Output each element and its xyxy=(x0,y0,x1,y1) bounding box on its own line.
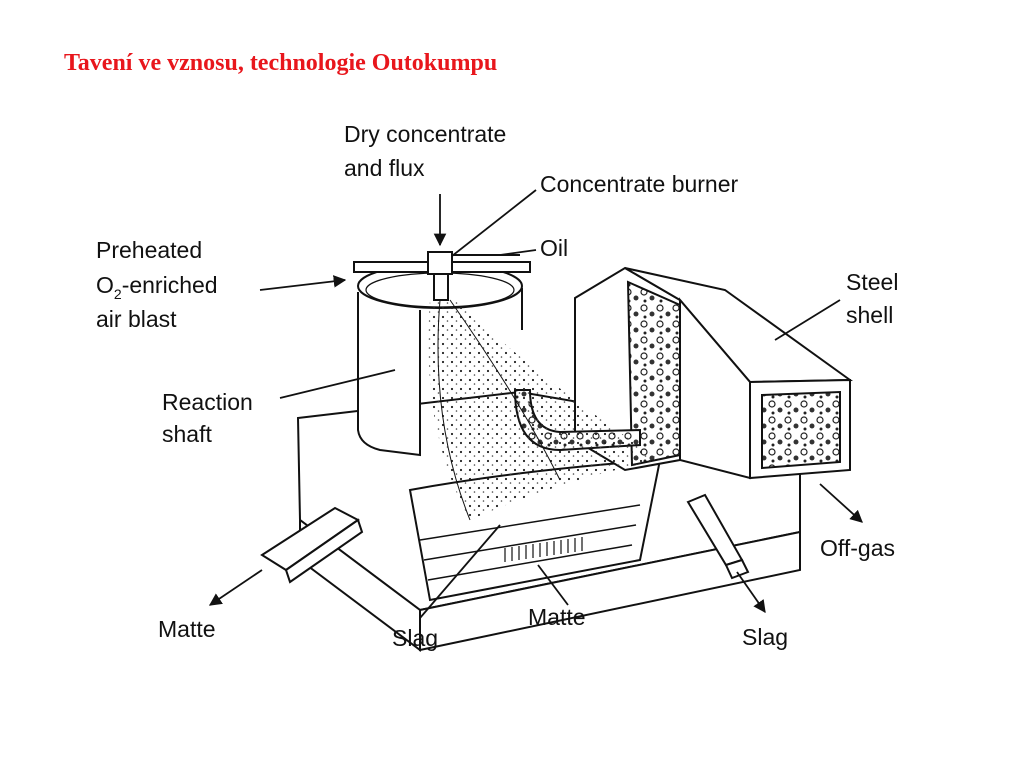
page-title: Tavení ve vznosu, technologie Outokumpu xyxy=(64,50,498,76)
label-dry-concentrate-2: and flux xyxy=(344,155,425,181)
label-concentrate-burner: Concentrate burner xyxy=(540,171,739,197)
label-preheated: Preheated xyxy=(96,237,202,263)
label-slag-center: Slag xyxy=(392,625,438,651)
concentrate-spray xyxy=(428,299,660,521)
burner-pipes xyxy=(353,251,531,301)
matte-layer-hatch xyxy=(504,537,583,562)
label-slag-right: Slag xyxy=(742,624,788,650)
matte-launder-left xyxy=(260,506,364,584)
label-air-blast: air blast xyxy=(96,306,177,332)
label-steel: Steel xyxy=(846,269,898,295)
label-off-gas: Off-gas xyxy=(820,535,895,561)
label-shell: shell xyxy=(846,302,893,328)
label-reaction: Reaction xyxy=(162,389,253,415)
reaction-shaft xyxy=(357,263,523,457)
leaders xyxy=(208,189,863,619)
label-dry-concentrate-1: Dry concentrate xyxy=(344,121,506,147)
label-oil: Oil xyxy=(540,235,568,261)
label-matte-center: Matte xyxy=(528,604,586,630)
label-shaft: shaft xyxy=(162,421,212,447)
slag-launder-right xyxy=(686,493,750,580)
label-o2-enriched: O2-enriched xyxy=(96,272,218,302)
label-matte-left: Matte xyxy=(158,616,216,642)
offgas-duct xyxy=(624,267,854,480)
